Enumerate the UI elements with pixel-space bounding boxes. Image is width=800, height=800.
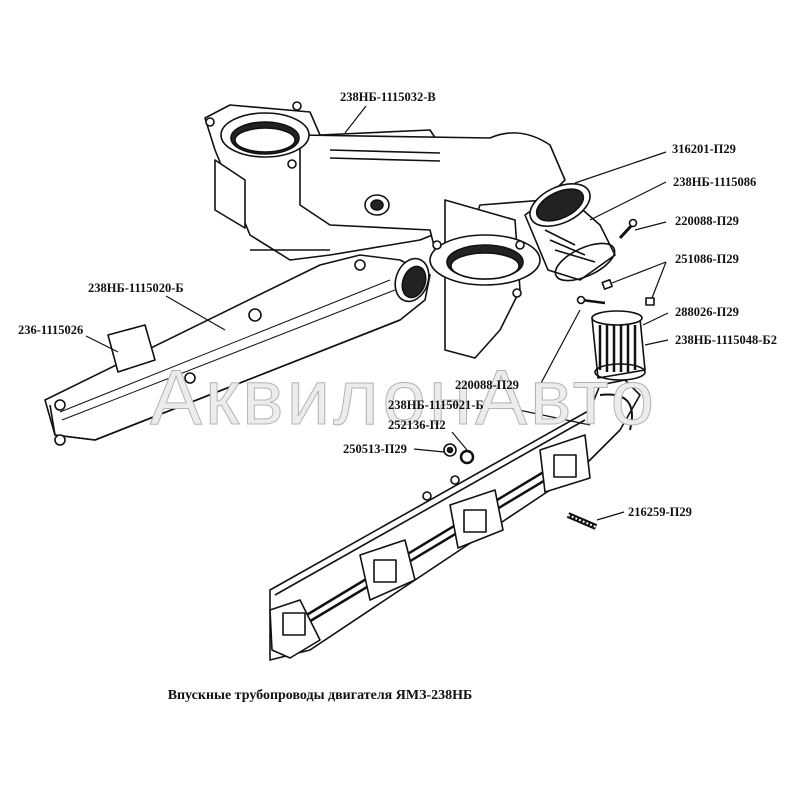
part-label: 238НБ-1115032-В [340, 90, 436, 104]
connecting-sleeve [524, 183, 616, 282]
upper-intake-manifold [204, 101, 566, 359]
nut-2 [645, 297, 655, 306]
part-label: 316201-П29 [672, 142, 736, 156]
watermark: АквилонАвто [150, 353, 657, 442]
part-label: 238НБ-1115020-Б [88, 281, 184, 295]
lower-intake-manifold [269, 379, 641, 661]
part-label: 236-1115026 [18, 323, 84, 337]
part-label: 220088-П29 [455, 378, 519, 392]
part-label: 252136-П2 [388, 418, 446, 432]
bolt-upper [618, 218, 638, 240]
left-intake-manifold [44, 254, 431, 446]
part-label: 238НБ-1115086 [673, 175, 757, 189]
part-label: 220088-П29 [675, 214, 739, 228]
leader-lines [85, 105, 669, 521]
part-label: 238НБ-1115021-Б [388, 398, 484, 412]
nut-1 [601, 279, 613, 290]
part-label: 288026-П29 [675, 305, 739, 319]
stud [566, 512, 598, 530]
part-label: 216259-П29 [628, 505, 692, 519]
lower-sleeve [576, 295, 646, 381]
part-label: 238НБ-1115048-Б2 [675, 333, 777, 347]
diagram-caption: Впускные трубопроводы двигателя ЯМЗ-238Н… [167, 688, 473, 703]
part-label: 251086-П29 [675, 252, 739, 266]
part-label: 250513-П29 [343, 442, 407, 456]
washer-252136 [459, 449, 475, 465]
